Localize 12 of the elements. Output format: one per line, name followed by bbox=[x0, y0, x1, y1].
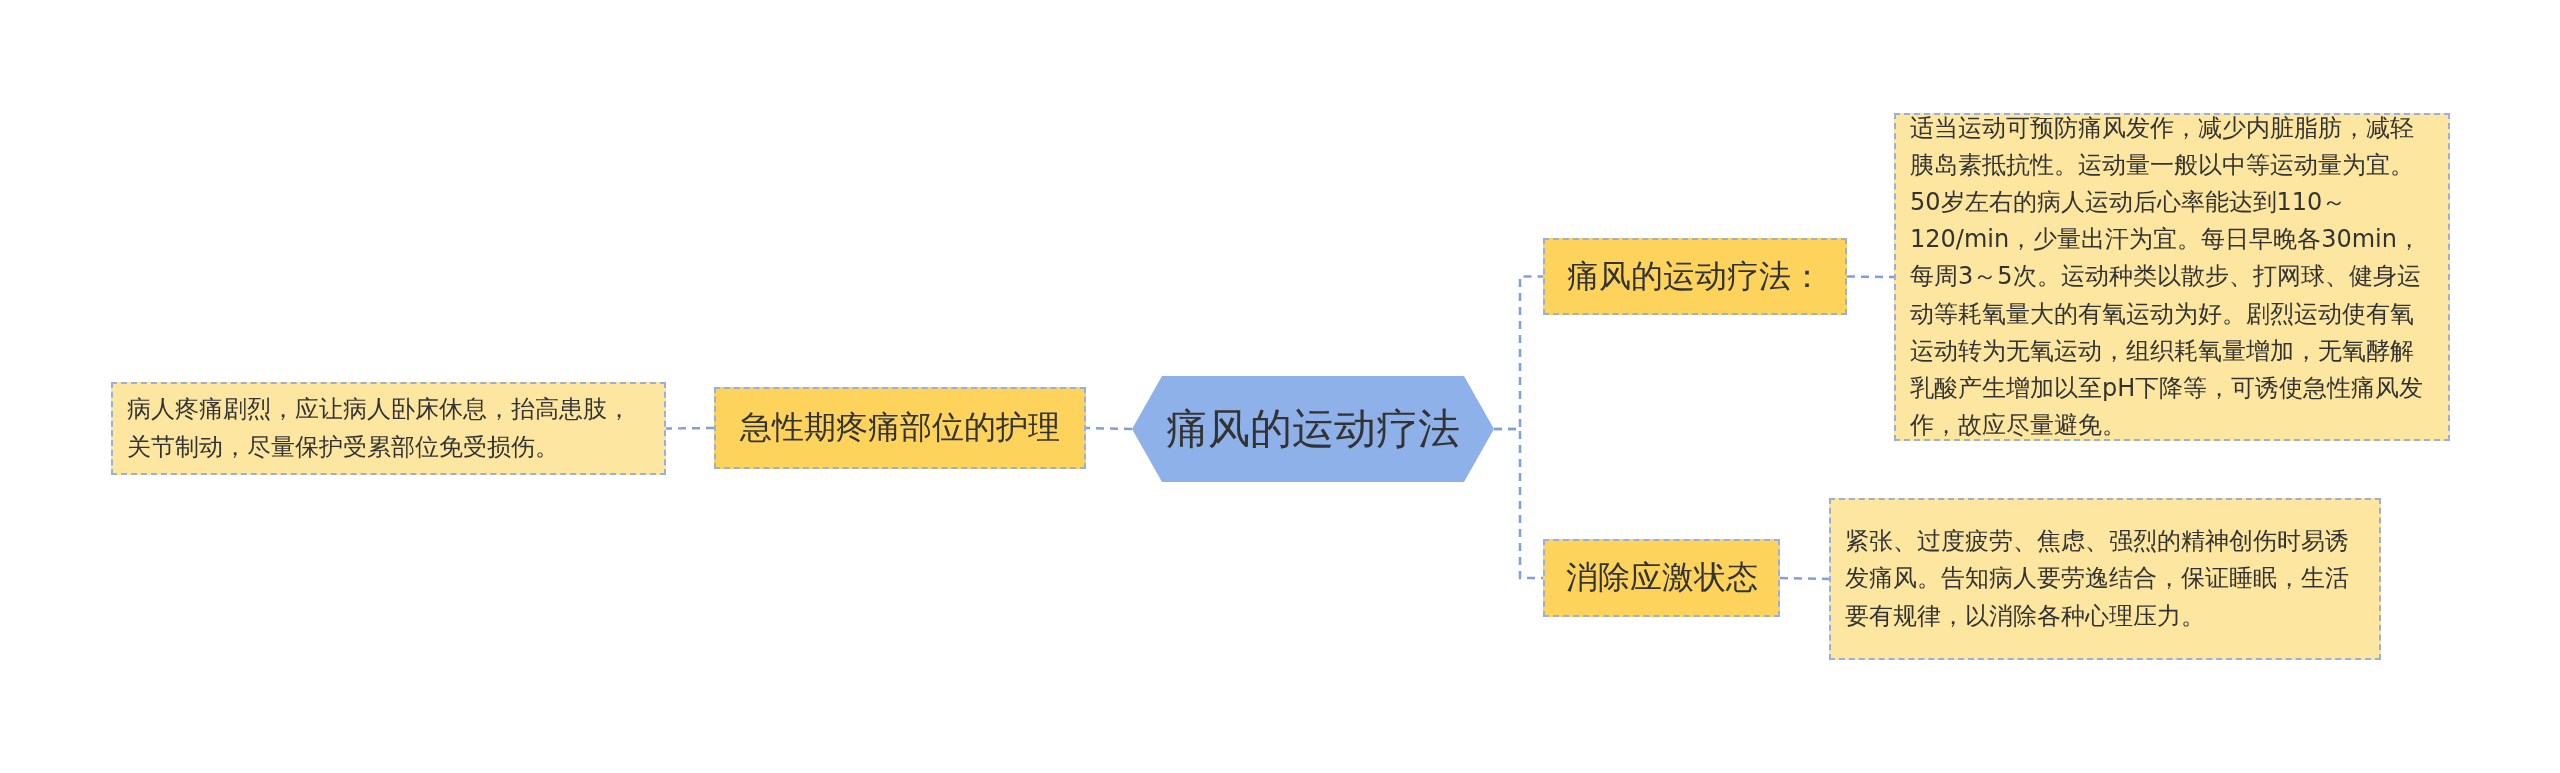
note-box: 病人疼痛剧烈，应让病人卧床休息，抬高患肢，关节制动，尽量保护受累部位免受损伤。 bbox=[111, 382, 666, 475]
branch-box: 痛风的运动疗法： bbox=[1543, 238, 1847, 315]
note-box: 适当运动可预防痛风发作，减少内脏脂肪，减轻胰岛素抵抗性。运动量一般以中等运动量为宜。50岁左右的病人运动后心率能达到110～120/min，少量出汗为宜。每日早晚各30min，每周3～5次。运动种类以散步、打网球、健身运动等耗氧量大的有氧运动为好。剧烈运动使有氧运动转为无氧运动，组织耗氧量增加，无氧酵解乳酸产生增加以至pH下降等，可诱使急性痛风发作，故应尽量避免。 bbox=[1894, 113, 2450, 441]
note-box: 紧张、过度疲劳、焦虑、强烈的精神创伤时易诱发痛风。告知病人要劳逸结合，保证睡眠，生活要有规律，以消除各种心理压力。 bbox=[1829, 498, 2381, 660]
connector-line bbox=[1847, 275, 1894, 279]
connector-line bbox=[666, 426, 714, 430]
topic-hexagon: 痛风的运动疗法 bbox=[1132, 376, 1494, 482]
connector-line bbox=[1494, 427, 1543, 580]
connector-line bbox=[1779, 576, 1830, 581]
connector-line bbox=[1085, 426, 1133, 431]
branch-box: 消除应激状态 bbox=[1543, 539, 1780, 617]
branch-box: 急性期疼痛部位的护理 bbox=[714, 387, 1086, 469]
